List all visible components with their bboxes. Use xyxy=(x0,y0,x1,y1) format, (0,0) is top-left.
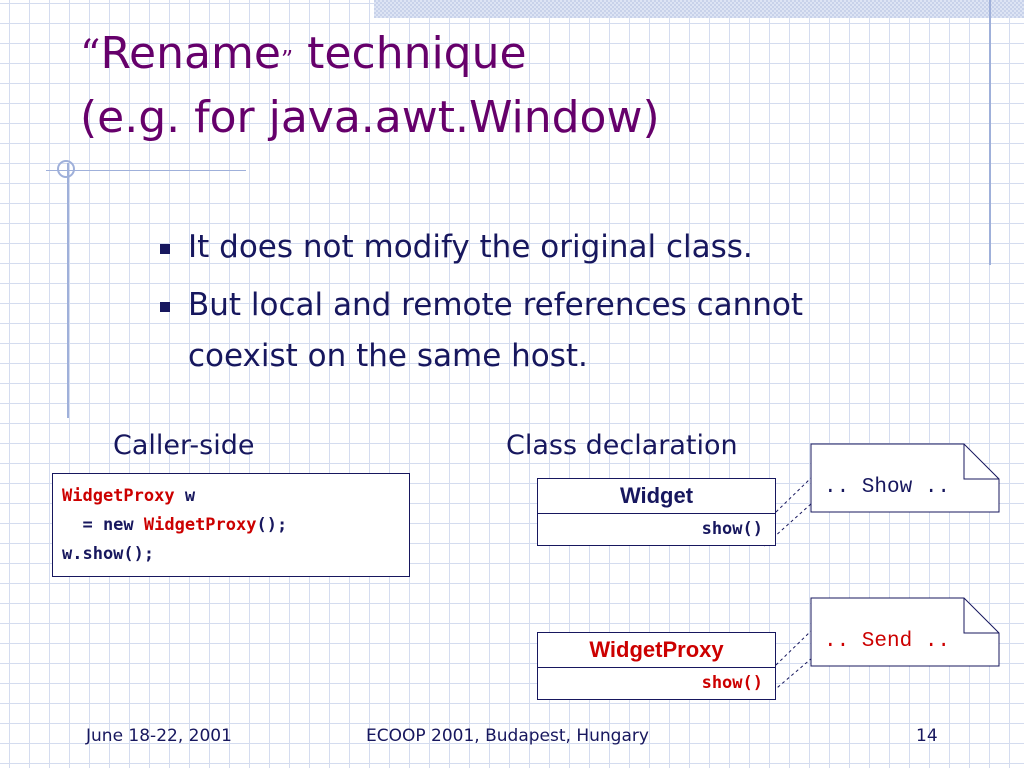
title-rest: technique xyxy=(293,28,527,79)
class-method: show() xyxy=(701,673,763,693)
footer-date: June 18-22, 2001 xyxy=(86,726,232,746)
slide-title: “Rename” technique (e.g. for java.awt.Wi… xyxy=(80,25,660,146)
square-bullet-icon xyxy=(160,302,170,312)
note-shape xyxy=(810,597,1000,667)
square-bullet-icon xyxy=(160,244,170,254)
widget-proxy-note: .. Send .. xyxy=(810,597,1000,667)
class-name: Widget xyxy=(538,479,775,514)
widget-note: .. Show .. xyxy=(810,443,1000,513)
close-quote: ” xyxy=(280,46,294,74)
widget-class-box: Widget show() xyxy=(537,478,776,546)
code-type: WidgetProxy xyxy=(62,486,175,506)
caller-code-box: WidgetProxy w = new WidgetProxy(); w.sho… xyxy=(52,473,410,577)
bullet-text: But local and remote references cannot c… xyxy=(188,287,804,374)
note-shape xyxy=(810,443,1000,513)
bullet-item: It does not modify the original class. xyxy=(160,222,920,272)
widget-proxy-class-box: WidgetProxy show() xyxy=(537,632,776,700)
bullet-item: But local and remote references cannot c… xyxy=(160,280,920,382)
bullet-list: It does not modify the original class. B… xyxy=(160,222,920,382)
decor-line-right xyxy=(989,0,991,265)
code-var: w xyxy=(174,486,196,506)
code-call: (); xyxy=(256,515,288,535)
note-text: .. Show .. xyxy=(824,476,951,499)
class-method: show() xyxy=(701,519,763,539)
note-text: .. Send .. xyxy=(824,630,951,653)
code-type: WidgetProxy xyxy=(143,515,257,535)
code-show-call: w.show(); xyxy=(62,544,155,564)
class-name: WidgetProxy xyxy=(538,633,775,668)
bullet-text: It does not modify the original class. xyxy=(188,229,753,265)
title-underline xyxy=(46,170,246,171)
class-declaration-label: Class declaration xyxy=(506,430,738,461)
open-quote: “ xyxy=(80,32,101,78)
title-word: Rename xyxy=(100,28,281,79)
decor-line-left xyxy=(67,163,69,418)
corner-decoration xyxy=(374,0,1024,18)
caller-side-label: Caller-side xyxy=(113,430,255,461)
code-new: = new xyxy=(62,515,144,535)
footer-page-number: 14 xyxy=(916,726,938,746)
crosshair-ornament xyxy=(57,160,75,178)
title-line-2: (e.g. for java.awt.Window) xyxy=(80,92,660,143)
footer-event: ECOOP 2001, Budapest, Hungary xyxy=(366,726,649,746)
